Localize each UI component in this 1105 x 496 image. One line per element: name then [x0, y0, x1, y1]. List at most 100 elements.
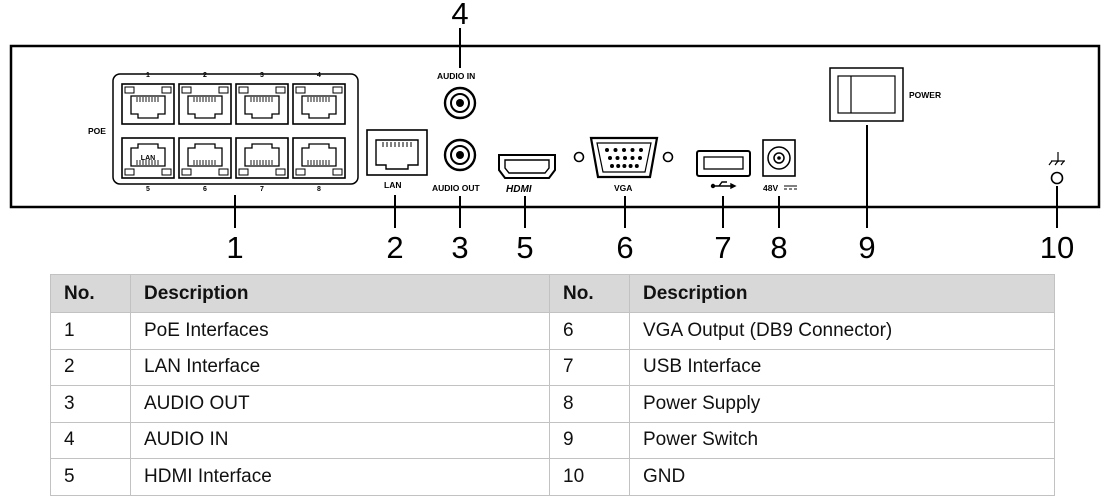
row-no-left: 1	[50, 312, 131, 350]
poe-port-3	[235, 83, 289, 125]
ground-icon	[1048, 152, 1065, 166]
vga-pin	[616, 164, 621, 168]
ground-terminal	[1048, 152, 1065, 185]
vga-pin	[630, 156, 635, 160]
row-no-left: 4	[50, 421, 131, 459]
row-description-left: PoE Interfaces	[130, 312, 550, 350]
chassis-outline	[9, 44, 1101, 209]
vga-pin	[638, 156, 642, 160]
vga-pin	[610, 164, 614, 168]
row-no-right: 9	[549, 421, 630, 459]
callout-1: 1	[226, 230, 243, 265]
header-no-left: No.	[50, 274, 131, 313]
table-row: 2 LAN Interface 7 USB Interface	[50, 348, 1055, 386]
header-description-right: Description	[629, 274, 1055, 313]
power-supply-label: 48V	[763, 183, 778, 193]
rear-panel-diagram: POE 1 2 3 4 5 6 7 8 LAN LAN AUDIO IN AUDIO OUT H…	[9, 0, 1101, 265]
row-description-right: USB Interface	[629, 348, 1055, 386]
vga-pin	[622, 148, 626, 152]
row-no-right: 6	[549, 312, 630, 350]
callout-10: 10	[1040, 230, 1074, 265]
vga-pin	[623, 156, 627, 160]
audio-out-label: AUDIO OUT	[432, 183, 481, 193]
power-supply-jack: 48V	[762, 139, 797, 193]
row-description-left: HDMI Interface	[130, 458, 550, 496]
lan-label: LAN	[384, 180, 401, 190]
vga-label: VGA	[614, 183, 632, 193]
poe-port-number: 8	[317, 186, 321, 193]
row-no-left: 2	[50, 348, 131, 386]
vga-pin	[634, 164, 639, 168]
vga-pin	[605, 148, 609, 152]
poe-port-5	[121, 137, 175, 179]
power-label: POWER	[909, 90, 941, 100]
vga-pin	[615, 156, 620, 160]
callout-5: 5	[516, 230, 533, 265]
poe-port-2	[178, 83, 232, 125]
row-no-left: 5	[50, 458, 131, 496]
row-no-right: 8	[549, 385, 630, 423]
vga-pin	[608, 156, 612, 160]
poe-port-number: 7	[260, 186, 264, 193]
vga-pins	[605, 148, 643, 168]
vga-screw-left	[573, 151, 585, 163]
poe-port-8	[292, 137, 346, 179]
usb-icon	[710, 181, 737, 190]
vga-pin	[622, 164, 627, 168]
poe-label: POE	[88, 126, 106, 136]
poe-port-tag: LAN	[141, 155, 155, 162]
callout-numbers: 1 2 3 4 5 6 7 8 9 10	[226, 0, 1074, 265]
callout-leader-lines	[234, 28, 1058, 228]
row-no-left: 3	[50, 385, 131, 423]
vga-screw-right	[662, 151, 674, 163]
vga-port: VGA	[573, 136, 674, 193]
description-table: No. Description No. Description 1 PoE In…	[50, 274, 1055, 496]
row-no-right: 10	[549, 458, 630, 496]
lan-port: LAN	[366, 129, 428, 190]
row-description-left: AUDIO OUT	[130, 385, 550, 423]
row-description-left: AUDIO IN	[130, 421, 550, 459]
audio-in-jack	[443, 86, 477, 120]
poe-port-number: 3	[260, 72, 264, 79]
hdmi-port: HDMI	[498, 154, 556, 195]
dc-symbol-icon	[784, 185, 797, 190]
vga-pin	[639, 148, 643, 152]
vga-pin	[630, 148, 635, 152]
callout-4: 4	[451, 0, 468, 31]
row-description-right: VGA Output (DB9 Connector)	[629, 312, 1055, 350]
row-description-left: LAN Interface	[130, 348, 550, 386]
callout-9: 9	[858, 230, 875, 265]
audio-connectors: AUDIO IN AUDIO OUT	[432, 71, 481, 193]
hdmi-logo-label: HDMI	[506, 184, 532, 195]
header-description-left: Description	[130, 274, 550, 313]
poe-port-number: 4	[317, 72, 321, 79]
vga-pin	[628, 164, 633, 168]
row-no-right: 7	[549, 348, 630, 386]
poe-port-number: 6	[203, 186, 207, 193]
vga-pin	[613, 148, 618, 152]
poe-port-1	[121, 83, 175, 125]
audio-out-jack	[443, 138, 477, 172]
row-description-right: GND	[629, 458, 1055, 496]
poe-port-6	[178, 137, 232, 179]
poe-port-4	[292, 83, 346, 125]
callout-2: 2	[386, 230, 403, 265]
callout-7: 7	[714, 230, 731, 265]
callout-8: 8	[770, 230, 787, 265]
usb-port	[696, 150, 751, 190]
table-row: 4 AUDIO IN 9 Power Switch	[50, 421, 1055, 459]
poe-port-number: 1	[146, 72, 150, 79]
table-row: 5 HDMI Interface 10 GND	[50, 458, 1055, 496]
row-description-right: Power Switch	[629, 421, 1055, 459]
row-description-right: Power Supply	[629, 385, 1055, 423]
callout-6: 6	[616, 230, 633, 265]
audio-in-label: AUDIO IN	[437, 71, 475, 81]
header-no-right: No.	[549, 274, 630, 313]
poe-port-number: 5	[146, 186, 150, 193]
power-switch: POWER	[829, 67, 941, 122]
table-row: 1 PoE Interfaces 6 VGA Output (DB9 Conne…	[50, 312, 1055, 350]
poe-port-7	[235, 137, 289, 179]
callout-3: 3	[451, 230, 468, 265]
